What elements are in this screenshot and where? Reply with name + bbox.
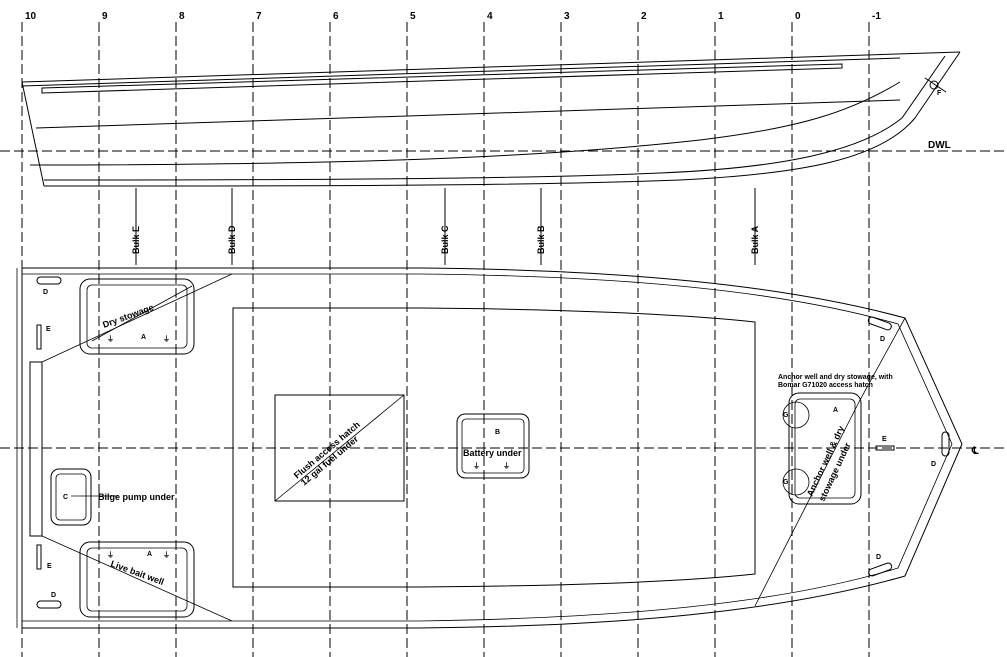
station-label: -1	[872, 11, 881, 22]
bulkhead-markers: Bulk E Bulk D Bulk C Bulk B Bulk A	[131, 188, 760, 265]
battery-label: Battery under	[463, 448, 522, 458]
hatch-handle-icon: ⏚	[163, 335, 170, 343]
anchor-note: Bomar G71020 access hatch	[778, 382, 873, 389]
station-label: 6	[333, 11, 339, 22]
hatch-letter: A	[147, 551, 152, 558]
deck-fittings: D D E E D D E D	[36, 276, 950, 609]
fitting-label-f: F	[937, 90, 942, 97]
station-label: 4	[487, 11, 493, 22]
hatch-handle-icon: ⏚	[107, 551, 114, 559]
bulkhead-label: Bulk A	[750, 225, 760, 254]
centerline-symbol: ℄	[971, 446, 979, 457]
bulkhead-label: Bulk B	[536, 225, 546, 254]
bulkhead-label: Bulk C	[440, 225, 450, 254]
bilge-pump-label: Bilge pump under	[98, 492, 175, 502]
anchor-note: Anchor well and dry stowage, with	[778, 374, 893, 381]
station-label: 9	[102, 11, 108, 22]
live-bait-hatch: Live bait well A ⏚ ⏚	[79, 541, 195, 618]
fitting-label-d: D	[51, 592, 56, 599]
bulkhead-label: Bulk D	[227, 225, 237, 254]
hatch-letter: G	[783, 412, 789, 419]
station-label: 7	[256, 11, 262, 22]
hull-profile: F	[21, 51, 961, 187]
flush-hatch-label: Flush access hatch	[292, 419, 362, 480]
station-label: 10	[25, 11, 37, 22]
station-label: 5	[410, 11, 416, 22]
hatch-handle-icon: ⏚	[163, 551, 170, 559]
fitting-label-e: E	[46, 326, 51, 333]
hatch-letter: B	[495, 429, 500, 436]
hatch-letter: A	[833, 407, 838, 414]
fitting-label-d: D	[931, 461, 936, 468]
anchor-well-hatch: G G A Anchor well & dry stowage under An…	[778, 374, 893, 505]
dry-stowage-hatch: Dry stowage A ⏚ ⏚	[79, 278, 195, 355]
fitting-label-d: D	[876, 554, 881, 561]
waterline-label: DWL	[928, 140, 951, 151]
hull-plan	[16, 267, 963, 629]
station-label: 2	[641, 11, 647, 22]
hatch-handle-icon: ⏚	[473, 462, 480, 470]
dry-stowage-label: Dry stowage	[101, 302, 155, 330]
battery-hatch: B Battery under ⏚ ⏚	[456, 413, 530, 479]
bulkhead-label: Bulk E	[131, 226, 141, 254]
hatch-letter: A	[141, 334, 146, 341]
fitting-label-d: D	[880, 336, 885, 343]
station-label: 3	[564, 11, 570, 22]
station-label: 8	[179, 11, 185, 22]
fitting-label-e: E	[47, 563, 52, 570]
fitting-label-e: E	[882, 436, 887, 443]
hatch-handle-icon: ⏚	[107, 335, 114, 343]
fitting-label-d: D	[43, 289, 48, 296]
hatch-letter: G	[783, 479, 789, 486]
hatch-letter: C	[63, 494, 68, 501]
station-labels: 10 9 8 7 6 5 4 3 2 1 0 -1	[25, 11, 881, 22]
station-lines	[21, 22, 870, 657]
live-bait-label: Live bait well	[109, 558, 165, 587]
station-label: 0	[795, 11, 801, 22]
bilge-pump-hatch: C Bilge pump under	[50, 468, 175, 526]
station-label: 1	[718, 11, 724, 22]
hatch-handle-icon: ⏚	[503, 462, 510, 470]
